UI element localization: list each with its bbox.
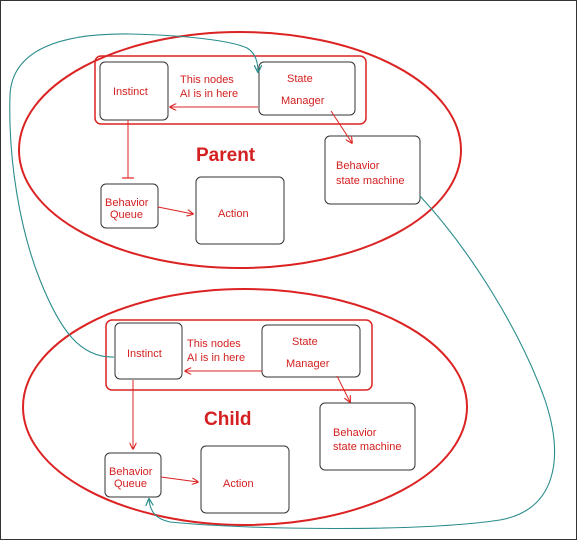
- child-note-line1: This nodes: [187, 338, 241, 350]
- teal-connector-parent-bsm-to-child-queue: [149, 195, 555, 530]
- child-action-box: [200, 445, 290, 514]
- parent-state-line1: State: [287, 73, 313, 85]
- child-arrow-state-to-bsm: [336, 375, 350, 402]
- child-ellipse: [22, 288, 468, 526]
- child-note-line2: AI is in here: [187, 352, 245, 364]
- parent-behavior-state-machine-box: [324, 135, 421, 205]
- child-action-label: Action: [223, 478, 254, 490]
- teal-connector-child-instinct-to-parent-state: [9, 33, 258, 358]
- child-title: Child: [204, 409, 252, 430]
- parent-instinct-box: [99, 61, 169, 121]
- child-behavior-state-machine-box: [319, 402, 416, 471]
- child-queue-line2: Queue: [114, 478, 147, 490]
- parent-arrow-state-to-bsm: [330, 110, 352, 143]
- parent-bsm-line2: state machine: [336, 175, 404, 187]
- child-arrow-queue-to-action: [160, 476, 198, 482]
- child-behavior-queue-box: [104, 452, 162, 498]
- child-queue-line1: Behavior: [109, 466, 153, 478]
- parent-title: Parent: [196, 145, 256, 166]
- child-bsm-line1: Behavior: [333, 427, 377, 439]
- child-ai-container: [105, 319, 373, 391]
- parent-ai-container: [94, 55, 367, 125]
- child-state-line1: State: [292, 336, 318, 348]
- child-bsm-line2: state machine: [333, 441, 401, 453]
- child-instinct-box: [114, 322, 183, 380]
- parent-action-box: [195, 176, 285, 245]
- parent-state-line2: Manager: [281, 95, 325, 107]
- parent-note-line2: AI is in here: [180, 88, 238, 100]
- parent-ellipse: [18, 31, 462, 269]
- parent-queue-line1: Behavior: [105, 197, 149, 209]
- parent-instinct-label: Instinct: [113, 86, 148, 98]
- parent-arrow-queue-to-action: [157, 206, 193, 214]
- child-instinct-label: Instinct: [127, 348, 162, 360]
- parent-action-label: Action: [218, 208, 249, 220]
- parent-note-line1: This nodes: [180, 74, 234, 86]
- parent-queue-line2: Queue: [110, 209, 143, 221]
- parent-bsm-line1: Behavior: [336, 160, 380, 172]
- child-state-line2: Manager: [286, 358, 330, 370]
- parent-behavior-queue-box: [100, 183, 159, 229]
- child-state-manager-box: [261, 324, 361, 378]
- parent-state-manager-box: [258, 61, 356, 116]
